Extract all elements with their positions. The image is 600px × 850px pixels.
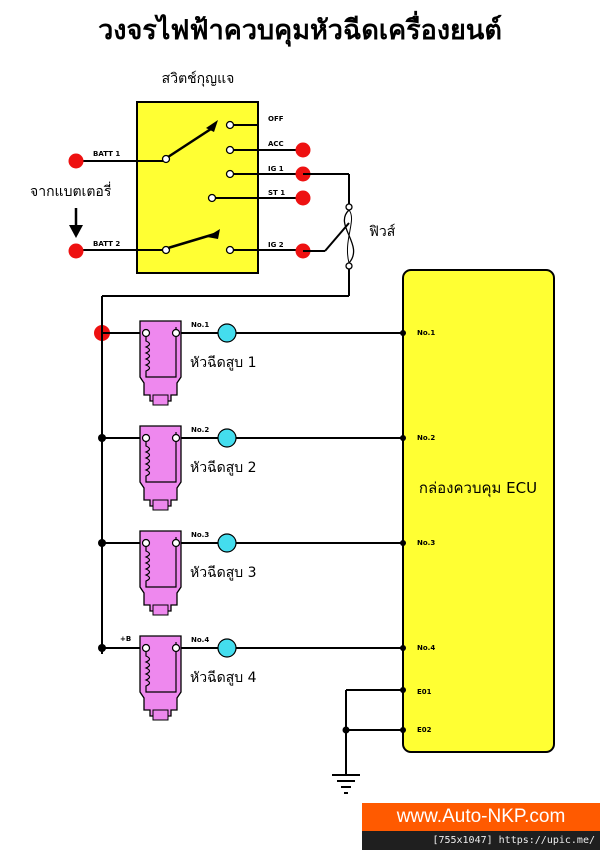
switch-label-ig2: IG 2: [268, 241, 284, 249]
injector-terminal-label: No.1: [191, 321, 209, 329]
fuse-label: ฟิวส์: [369, 223, 396, 240]
injector-row-4: No.4 หัวฉีดสูบ 4: [98, 635, 406, 721]
injector-terminal: [217, 533, 237, 553]
acc-terminal: [295, 142, 311, 158]
injector-terminal-label: No.2: [191, 426, 209, 434]
battery-label: จากแบตเตอรี่: [30, 182, 112, 200]
page-title: วงจรไฟฟ้าควบคุมหัวฉีดเครื่องยนต์: [98, 15, 502, 46]
injector-label: หัวฉีดสูบ 4: [190, 670, 257, 686]
ecu-pin-no3: No.3: [417, 539, 435, 547]
injector-terminal: [217, 323, 237, 343]
ignition-switch-box: [136, 101, 259, 274]
image-size-footer: [755x1047] https://upic.me/: [362, 831, 600, 850]
injector-icon: [139, 425, 182, 511]
injector-row-3: No.3 หัวฉีดสูบ 3: [98, 530, 406, 616]
ecu-pin-e02: E02: [417, 726, 432, 734]
wire-junction: [98, 644, 106, 652]
arrow-down-icon: [69, 225, 83, 238]
ecu-label: กล่องควบคุม ECU: [419, 479, 537, 498]
batt1-terminal: [68, 153, 84, 169]
ecu-pin-no2: No.2: [417, 434, 435, 442]
switch-label-acc: ACC: [268, 140, 284, 148]
injector-terminal: [217, 428, 237, 448]
injector-icon: [139, 635, 182, 721]
injector-terminal-label: No.4: [191, 636, 209, 644]
ignition-switch-label: สวิตช์กุญแจ: [162, 70, 235, 87]
ecu-pin-e01: E01: [417, 688, 432, 696]
plus-b-label: +B: [120, 635, 131, 643]
injector-terminal: [217, 638, 237, 658]
injector-label: หัวฉีดสูบ 1: [190, 355, 257, 371]
batt2-label: BATT 2: [93, 240, 120, 248]
fuse-icon: [343, 203, 355, 270]
ecu-pin-no1: No.1: [417, 329, 435, 337]
ecu-pin-no4: No.4: [417, 644, 435, 652]
batt2-terminal: [68, 243, 84, 259]
switch-label-off: OFF: [268, 115, 284, 123]
injector-icon: [139, 320, 182, 406]
injector-terminal-label: No.3: [191, 531, 209, 539]
ecu-box: [402, 269, 555, 753]
injector-icon: [139, 530, 182, 616]
st1-terminal: [295, 190, 311, 206]
site-banner[interactable]: www.Auto-NKP.com: [362, 803, 600, 831]
switch-label-ig1: IG 1: [268, 165, 284, 173]
injector-label: หัวฉีดสูบ 2: [190, 460, 257, 476]
injector-row-2: No.2 หัวฉีดสูบ 2: [98, 425, 406, 511]
injector-row-1: No.1 หัวฉีดสูบ 1: [102, 320, 406, 406]
wire-junction: [98, 434, 106, 442]
switch-label-st1: ST 1: [268, 189, 285, 197]
wire-junction: [98, 539, 106, 547]
injector-label: หัวฉีดสูบ 3: [190, 565, 257, 581]
batt1-label: BATT 1: [93, 150, 120, 158]
